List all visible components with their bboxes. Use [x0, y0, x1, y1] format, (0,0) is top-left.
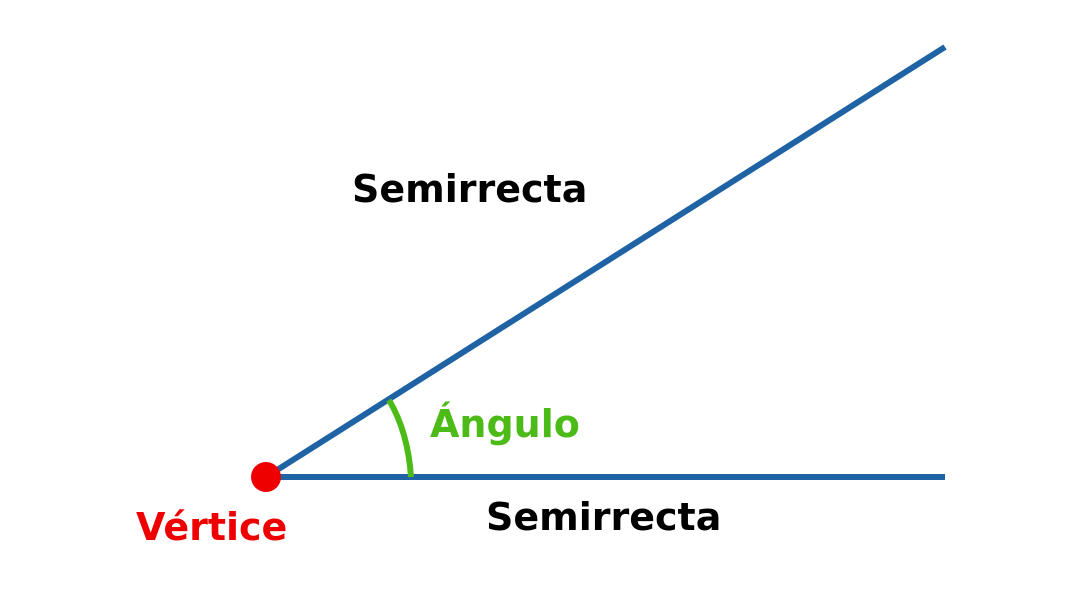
- lower-ray-label: Semirrecta: [486, 495, 721, 539]
- vertex-label: Vértice: [136, 505, 287, 549]
- upper-ray-label: Semirrecta: [352, 167, 587, 211]
- vertex-point: [251, 462, 281, 492]
- angle-arc: [386, 398, 414, 478]
- upper-ray: [264, 44, 947, 480]
- angle-label: Ángulo: [430, 402, 580, 446]
